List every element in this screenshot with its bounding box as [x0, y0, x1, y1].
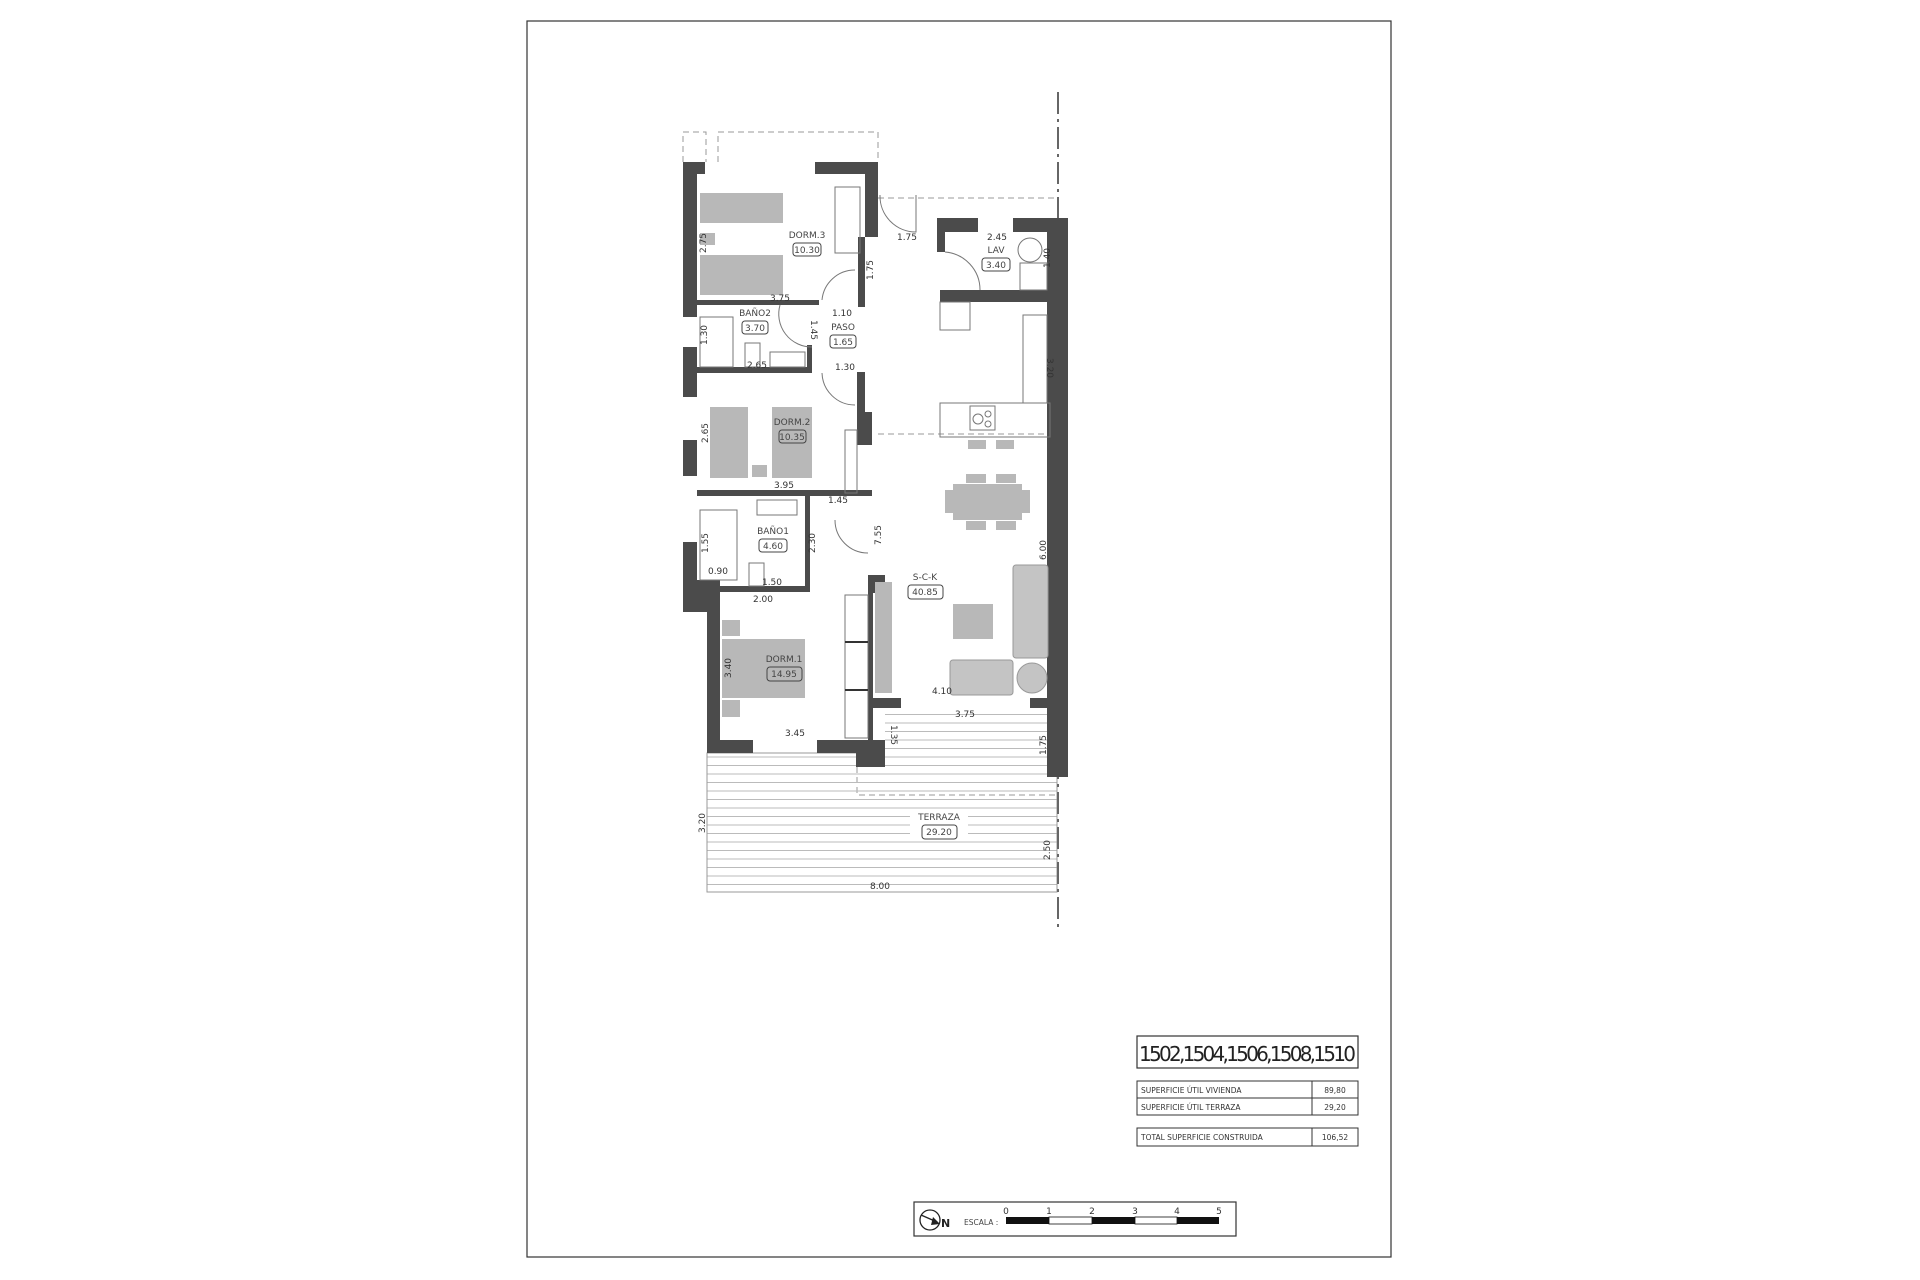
svg-text:DORM.2: DORM.2: [774, 418, 811, 428]
dim: 3.20: [698, 813, 708, 833]
title-block: 1502,1504,1506,1508,1510 SUPERFICIE ÚTIL…: [1136, 1035, 1359, 1147]
svg-text:LAV: LAV: [988, 246, 1006, 256]
dim: 1.75: [1039, 735, 1049, 755]
svg-text:4.60: 4.60: [763, 542, 783, 552]
unit-numbers: 1502,1504,1506,1508,1510: [1139, 1042, 1356, 1066]
svg-text:40.85: 40.85: [912, 588, 938, 598]
svg-text:BAÑO2: BAÑO2: [739, 308, 771, 319]
dim: 3.40: [724, 658, 734, 678]
fixtures: [699, 186, 1051, 739]
north-arrow-icon: [919, 1209, 941, 1231]
dim: 1.75: [897, 233, 917, 243]
dim: 1.10: [832, 309, 852, 319]
svg-text:14.95: 14.95: [771, 670, 797, 680]
svg-text:DORM.3: DORM.3: [789, 231, 826, 241]
svg-text:3: 3: [1132, 1207, 1138, 1217]
svg-text:10.35: 10.35: [779, 433, 805, 443]
dim: 1.45: [828, 496, 848, 506]
dim: 6.00: [1039, 540, 1049, 560]
svg-text:89,80: 89,80: [1324, 1086, 1346, 1095]
dim: 2.30: [808, 533, 818, 553]
dim: 3.75: [770, 294, 790, 304]
dimension-labels: 2.75 3.75 1.75 1.75 2.45 1.40 1.10 1.45 …: [698, 233, 1054, 892]
dim: 1.30: [835, 363, 855, 373]
svg-text:0: 0: [1003, 1207, 1009, 1217]
dim: 0.90: [708, 567, 728, 577]
svg-text:DORM.1: DORM.1: [766, 655, 803, 665]
svg-text:TERRAZA: TERRAZA: [917, 813, 961, 823]
room-paso: PASO 1.65: [829, 323, 857, 349]
furniture: [700, 193, 1049, 717]
dim: 2.45: [987, 233, 1007, 243]
dim: 2.65: [701, 423, 711, 443]
dim: 8.00: [870, 882, 890, 892]
room-dorm3: DORM.3 10.30: [789, 231, 826, 257]
svg-text:SUPERFICIE ÚTIL TERRAZA: SUPERFICIE ÚTIL TERRAZA: [1141, 1103, 1241, 1112]
svg-text:PASO: PASO: [831, 323, 855, 333]
dim: 1.45: [808, 320, 818, 340]
svg-text:106,52: 106,52: [1322, 1133, 1348, 1142]
dim: 3.45: [785, 729, 805, 739]
svg-text:BAÑO1: BAÑO1: [757, 526, 789, 537]
svg-text:TOTAL SUPERFICIE CONSTRUIDA: TOTAL SUPERFICIE CONSTRUIDA: [1140, 1133, 1264, 1142]
dim: 1.75: [866, 260, 876, 280]
room-dorm2: DORM.2 10.35: [774, 418, 811, 444]
dim: 2.00: [753, 595, 773, 605]
dim: 3.20: [1044, 358, 1054, 378]
scale-bar: N ESCALA : 0 1 2 3 4 5: [913, 1201, 1237, 1237]
svg-text:ESCALA :: ESCALA :: [964, 1218, 998, 1227]
svg-text:29.20: 29.20: [926, 828, 952, 838]
svg-text:29,20: 29,20: [1324, 1103, 1346, 1112]
walls: [683, 162, 1068, 777]
dim: 2.50: [1043, 840, 1053, 860]
room-terraza: TERRAZA 29.20: [910, 811, 968, 841]
svg-text:1.65: 1.65: [833, 338, 853, 348]
svg-text:10.30: 10.30: [794, 246, 820, 256]
dim: 1.30: [700, 325, 710, 345]
dim: 1.50: [762, 578, 782, 588]
svg-text:5: 5: [1216, 1207, 1222, 1217]
dim: 7.55: [874, 525, 884, 545]
svg-text:SUPERFICIE ÚTIL VIVIENDA: SUPERFICIE ÚTIL VIVIENDA: [1141, 1086, 1242, 1095]
svg-text:4: 4: [1174, 1207, 1180, 1217]
dim: 1.55: [701, 533, 711, 553]
room-dorm1: DORM.1 14.95: [766, 655, 803, 682]
dim: 2.65: [747, 361, 767, 371]
dim: 3.95: [774, 481, 794, 491]
sheet-frame: [526, 20, 1392, 1258]
room-bano1: BAÑO1 4.60: [757, 526, 789, 553]
terrace-deck: [706, 752, 1058, 893]
svg-text:3.40: 3.40: [986, 261, 1006, 271]
room-sck: S-C-K 40.85: [907, 573, 944, 600]
dim: 2.75: [699, 233, 709, 253]
svg-text:N: N: [941, 1217, 950, 1230]
room-bano2: BAÑO2 3.70: [739, 308, 771, 335]
svg-text:S-C-K: S-C-K: [913, 573, 938, 583]
dim: 1.35: [888, 725, 898, 745]
dim: 4.10: [932, 687, 952, 697]
svg-text:3.70: 3.70: [745, 324, 765, 334]
dim: 3.75: [955, 710, 975, 720]
svg-text:2: 2: [1089, 1207, 1095, 1217]
svg-text:1: 1: [1046, 1207, 1052, 1217]
dim: 1.40: [1043, 248, 1053, 268]
room-lav: LAV 3.40: [981, 246, 1011, 272]
